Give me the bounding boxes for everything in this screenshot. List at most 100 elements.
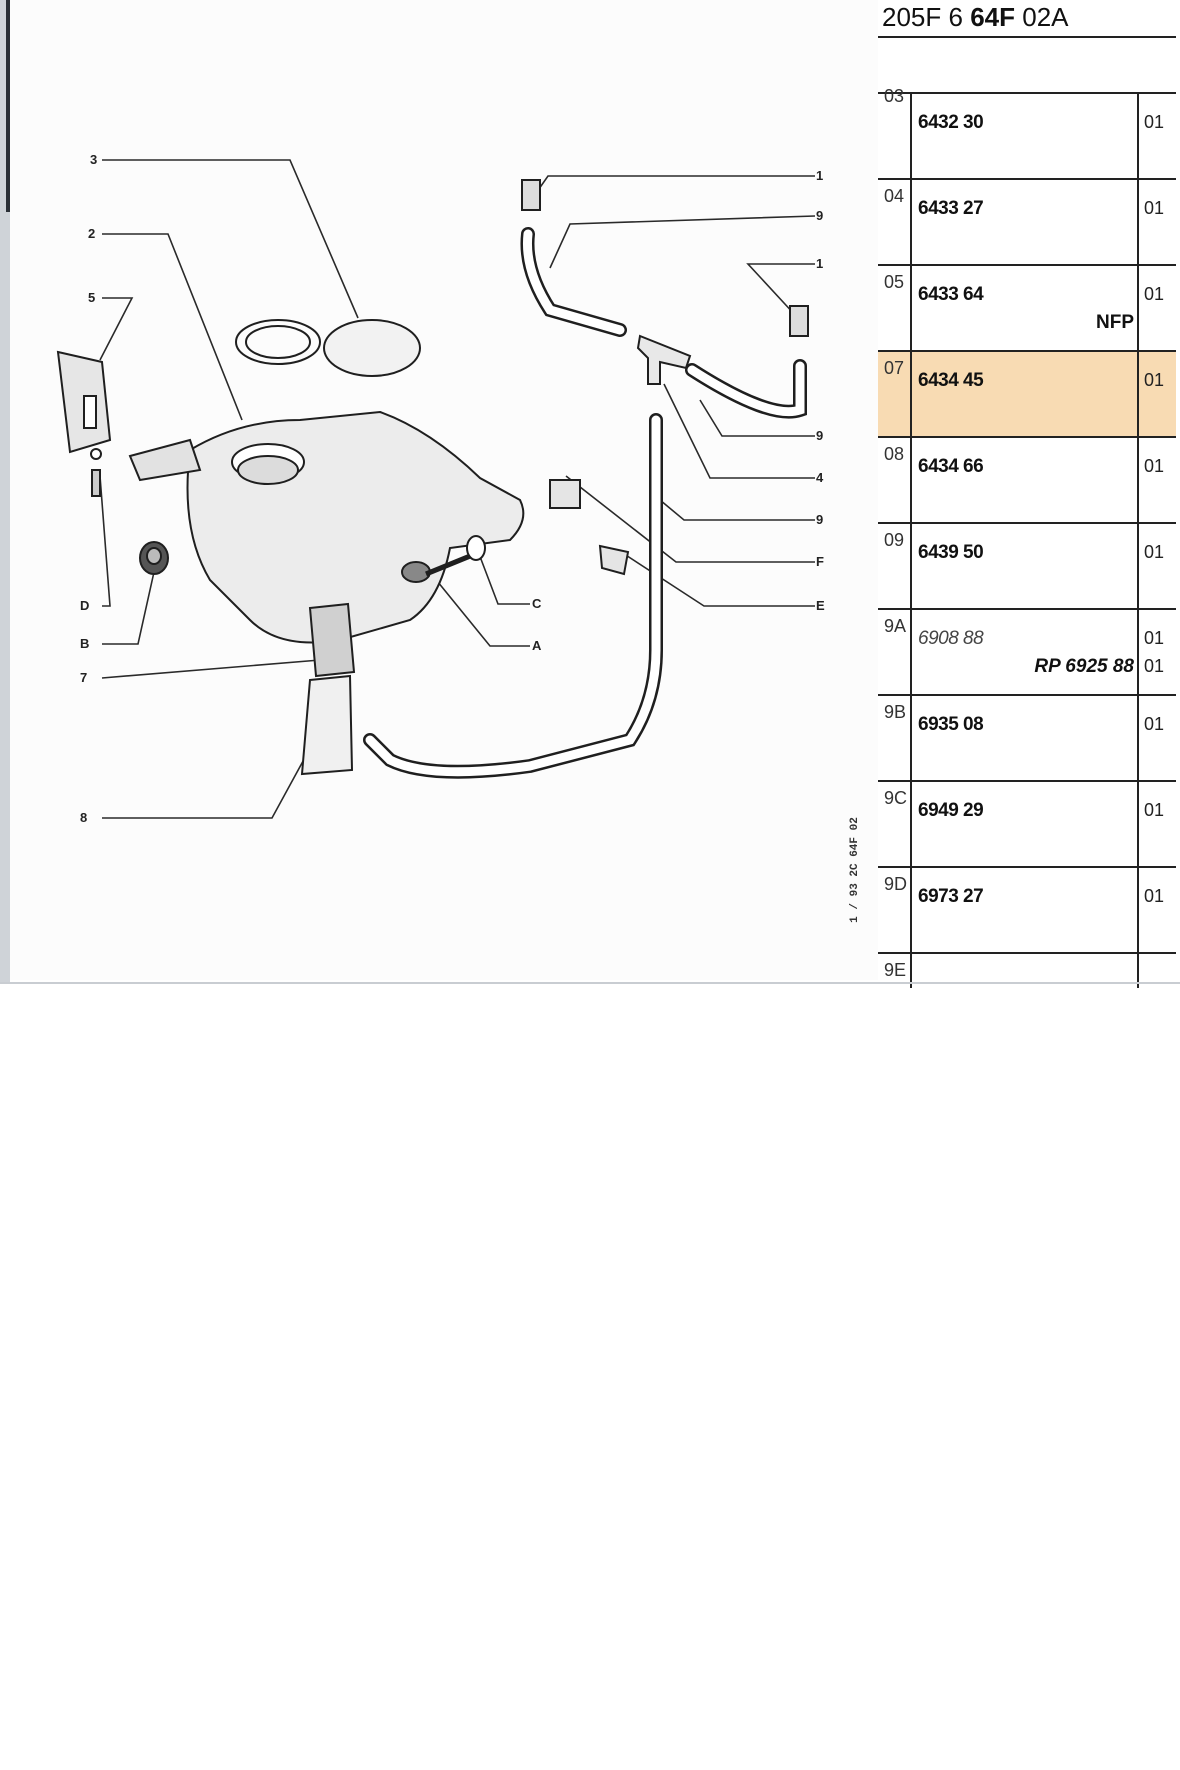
column-divider	[1137, 438, 1139, 522]
callout-4: 4	[816, 470, 824, 485]
column-divider	[910, 438, 912, 522]
window-left-border	[0, 0, 10, 984]
part-number: 6908 88	[918, 628, 984, 649]
part-number: 6434 45	[918, 370, 984, 391]
part-row[interactable]: 9A 6908 88 01 RP 6925 88 01	[878, 608, 1176, 694]
tank-icon	[186, 410, 525, 644]
callout-9c: 9	[816, 512, 823, 527]
part-quantity: 01	[1144, 800, 1165, 820]
cap-icon	[323, 319, 421, 377]
part-note: NFP	[1096, 312, 1134, 333]
part-index: 9C	[884, 788, 908, 808]
part-quantity: 01	[1144, 714, 1165, 734]
part-number: 6433 64	[918, 284, 984, 305]
diagram-parts	[56, 179, 809, 779]
part-number: 6439 50	[918, 542, 984, 563]
leader-lines	[99, 159, 816, 819]
column-divider	[910, 352, 912, 436]
nozzle-icon	[521, 179, 541, 211]
callout-1a: 1	[816, 168, 823, 183]
callout-F: F	[816, 554, 824, 569]
part-number: 6973 27	[918, 886, 984, 907]
part-quantity: 01	[1144, 112, 1165, 132]
part-index: 07	[884, 358, 905, 378]
title-suffix: 02A	[1022, 2, 1069, 32]
t-connector-icon	[636, 334, 692, 385]
callout-D: D	[80, 598, 89, 613]
callout-8: 8	[80, 810, 87, 825]
part-quantity: 01	[1144, 628, 1165, 648]
part-number: 6432 30	[918, 112, 984, 133]
pump-icon	[308, 602, 356, 678]
part-row[interactable]: 09 6439 50 01	[878, 522, 1176, 608]
column-divider	[1137, 696, 1139, 780]
part-number: 6434 66	[918, 456, 984, 477]
part-quantity: 01	[1144, 370, 1165, 390]
column-divider	[910, 782, 912, 866]
part-number: 6935 08	[918, 714, 984, 735]
column-divider	[1137, 352, 1139, 436]
diagram-drawing: 3 2 5 1 9 1 9 4 9 F E C A D B 7 8	[56, 152, 825, 825]
callout-9a: 9	[816, 208, 823, 223]
column-divider	[1137, 94, 1139, 178]
parts-list-header	[878, 36, 1176, 92]
part-index: 05	[884, 272, 905, 292]
column-divider	[1137, 954, 1139, 988]
part-note-quantity: 01	[1144, 656, 1165, 676]
column-divider	[910, 954, 912, 988]
callout-B: B	[80, 636, 89, 651]
part-index: 9E	[884, 960, 907, 980]
part-index: 03	[884, 86, 905, 106]
callout-3: 3	[90, 152, 97, 167]
window-left-edge	[6, 0, 10, 212]
window-bottom-border	[0, 982, 1180, 984]
parts-list-title: 205F 6 64F 02A	[878, 0, 1176, 36]
column-divider	[1137, 524, 1139, 608]
part-index: 9A	[884, 616, 907, 636]
part-row[interactable]: 07 6434 45 01	[878, 350, 1176, 436]
part-index: 9B	[884, 702, 907, 722]
part-row[interactable]: 9E	[878, 952, 1176, 988]
callout-2: 2	[88, 226, 95, 241]
part-quantity: 01	[1144, 886, 1165, 906]
column-divider	[910, 524, 912, 608]
column-divider	[910, 868, 912, 952]
column-divider	[910, 696, 912, 780]
title-prefix: 205F 6	[882, 2, 963, 32]
part-index: 04	[884, 186, 905, 206]
part-quantity: 01	[1144, 542, 1165, 562]
callout-1b: 1	[816, 256, 823, 271]
column-divider	[1137, 610, 1139, 694]
column-divider	[1137, 782, 1139, 866]
column-divider	[910, 266, 912, 350]
part-index: 9D	[884, 874, 908, 894]
callout-E: E	[816, 598, 825, 613]
column-divider	[1137, 180, 1139, 264]
part-note: RP 6925 88	[1034, 656, 1134, 677]
part-row[interactable]: 03 6432 30 01	[878, 86, 1176, 178]
callout-5: 5	[88, 290, 95, 305]
part-quantity: 01	[1144, 456, 1165, 476]
part-row[interactable]: 9C 6949 29 01	[878, 780, 1176, 866]
callout-C: C	[532, 596, 542, 611]
column-divider	[910, 610, 912, 694]
part-index: 09	[884, 530, 905, 550]
callout-7: 7	[80, 670, 87, 685]
part-quantity: 01	[1144, 284, 1165, 304]
column-divider	[910, 180, 912, 264]
part-number: 6433 27	[918, 198, 984, 219]
part-number: 6949 29	[918, 800, 984, 821]
drawing-reference-code: 1 / 93 2C 64F 02	[849, 817, 861, 923]
title-bold-code: 64F	[970, 2, 1015, 32]
exploded-parts-diagram: 3 2 5 1 9 1 9 4 9 F E C A D B 7 8 1 / 93…	[10, 0, 878, 980]
part-row[interactable]: 9D 6973 27 01	[878, 866, 1176, 952]
part-row[interactable]: 9B 6935 08 01	[878, 694, 1176, 780]
column-divider	[1137, 266, 1139, 350]
column-divider	[910, 94, 912, 178]
diagram-callouts: 3 2 5 1 9 1 9 4 9 F E C A D B 7 8	[80, 152, 825, 825]
column-divider	[1137, 868, 1139, 952]
